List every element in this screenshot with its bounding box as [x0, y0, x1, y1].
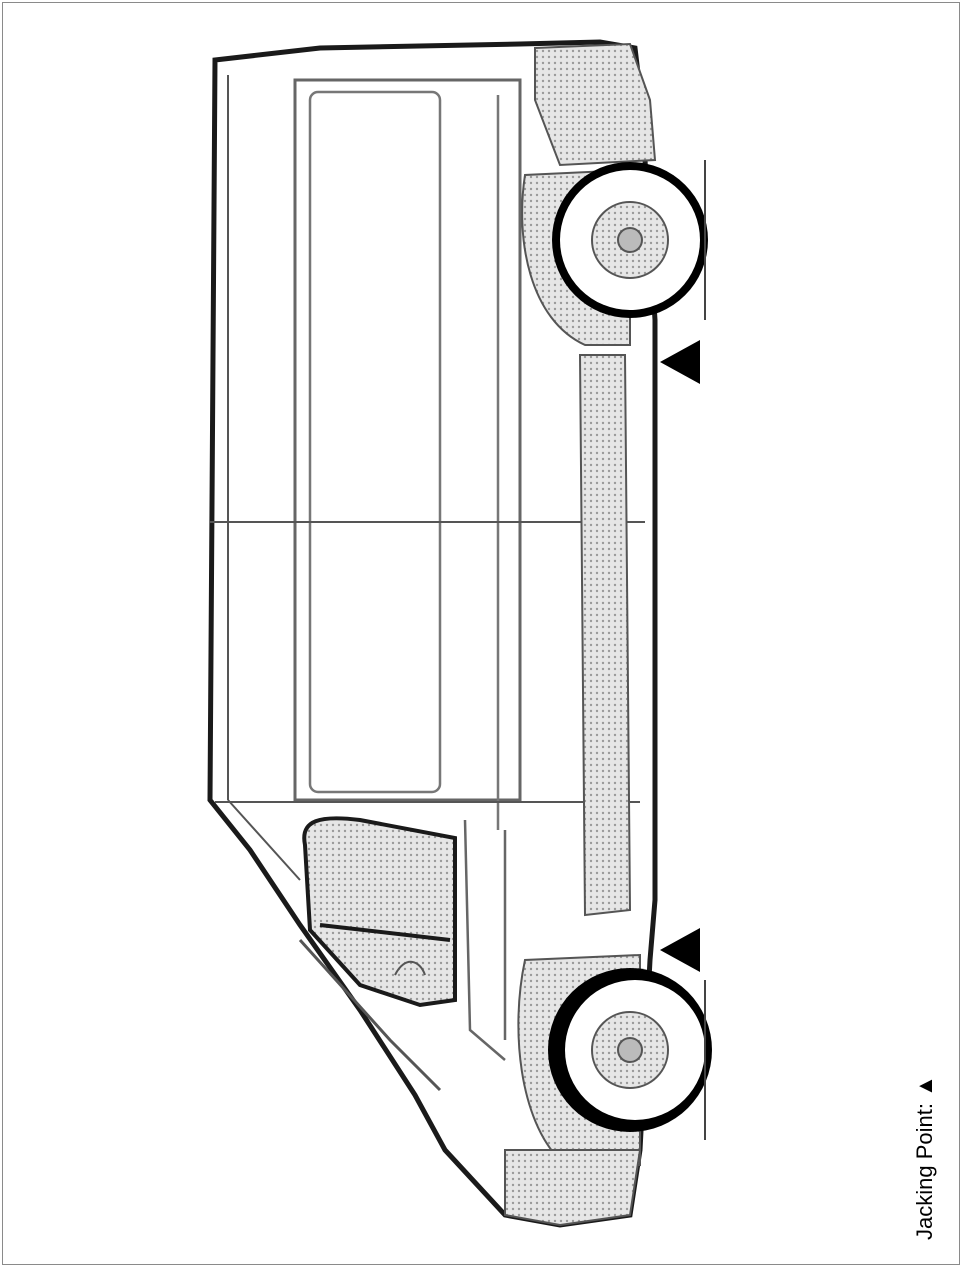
legend-label: Jacking Point:	[912, 1103, 937, 1240]
front-wheel	[548, 968, 712, 1132]
rear-bumper	[534, 42, 657, 167]
roof-line	[227, 75, 301, 881]
windshield-edge	[298, 938, 442, 1092]
front-jacking-point-icon	[660, 928, 700, 972]
rear-wheel	[552, 162, 708, 318]
cargo-panel-inner	[308, 90, 442, 794]
triangle-icon: ▲	[912, 1075, 937, 1098]
rear-jacking-point-icon	[660, 340, 700, 384]
jacking-point-legend: Jacking Point: ▲	[912, 1075, 938, 1240]
cab-window	[302, 816, 457, 1008]
door-handle-line	[319, 923, 451, 942]
cab-door-outline	[463, 819, 507, 1061]
side-mirror	[394, 960, 426, 976]
rocker-panel	[578, 354, 632, 917]
front-bumper	[504, 1149, 642, 1227]
cargo-panel	[293, 78, 522, 802]
